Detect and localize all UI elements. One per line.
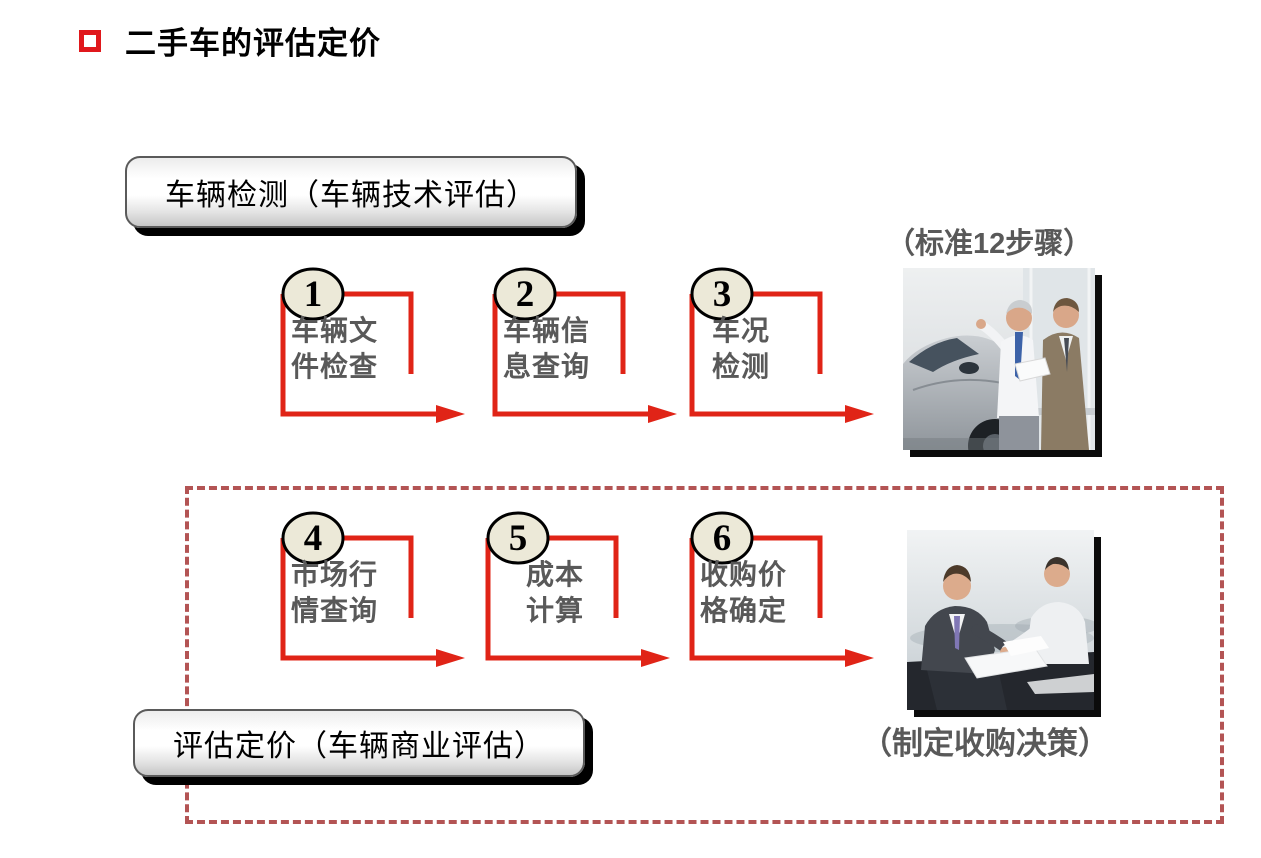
flow-step-1: 1 车辆文 件检查 [273, 267, 483, 432]
step-label: 车况 检测 [712, 315, 771, 382]
flow-step-5: 5 成本 计算 [478, 511, 688, 676]
step-number: 2 [515, 273, 535, 315]
meeting-photo-illustration [907, 530, 1094, 710]
showroom-photo-illustration [903, 268, 1095, 450]
red-square-bullet-icon [79, 29, 101, 52]
step-number: 3 [712, 273, 732, 315]
flow-step-3: 3 车况 检测 [682, 267, 892, 432]
bottom-flow-dashed-frame [185, 486, 1224, 824]
flow-arrow-icon [689, 511, 874, 667]
step-number: 4 [303, 517, 323, 559]
step-label: 成本 计算 [526, 559, 585, 626]
flow-arrow-icon [689, 267, 874, 423]
flow-step-6: 6 收购价 格确定 [682, 511, 892, 676]
step-label: 车辆文 件检查 [291, 315, 379, 382]
page-title: 二手车的评估定价 [125, 26, 381, 61]
step-number: 6 [712, 517, 732, 559]
step-label: 市场行 情查询 [291, 559, 379, 626]
flow-step-2: 2 车辆信 息查询 [485, 267, 695, 432]
flow-arrow-icon [492, 267, 677, 423]
valuation-pricing-banner: 评估定价（车辆商业评估） [133, 709, 585, 777]
step-number: 5 [508, 517, 528, 559]
slide-header: 二手车的评估定价 [79, 18, 381, 63]
flow-arrow-icon [485, 511, 670, 667]
flow-arrow-icon [280, 511, 465, 667]
meeting-photo [907, 530, 1094, 710]
step-label: 车辆信 息查询 [503, 315, 591, 382]
vehicle-inspection-banner: 车辆检测（车辆技术评估） [125, 156, 577, 228]
valuation-pricing-banner-label: 评估定价（车辆商业评估） [173, 730, 545, 763]
flow-step-4: 4 市场行 情查询 [273, 511, 483, 676]
showroom-photo [903, 268, 1095, 450]
flow-arrow-icon [280, 267, 465, 423]
purchase-decision-caption: （制定收购决策） [861, 726, 1109, 761]
vehicle-inspection-banner-label: 车辆检测（车辆技术评估） [165, 179, 537, 212]
step-number: 1 [303, 273, 323, 315]
standard-12-steps-caption: （标准12步骤） [886, 228, 1093, 260]
step-label: 收购价 格确定 [700, 559, 788, 626]
